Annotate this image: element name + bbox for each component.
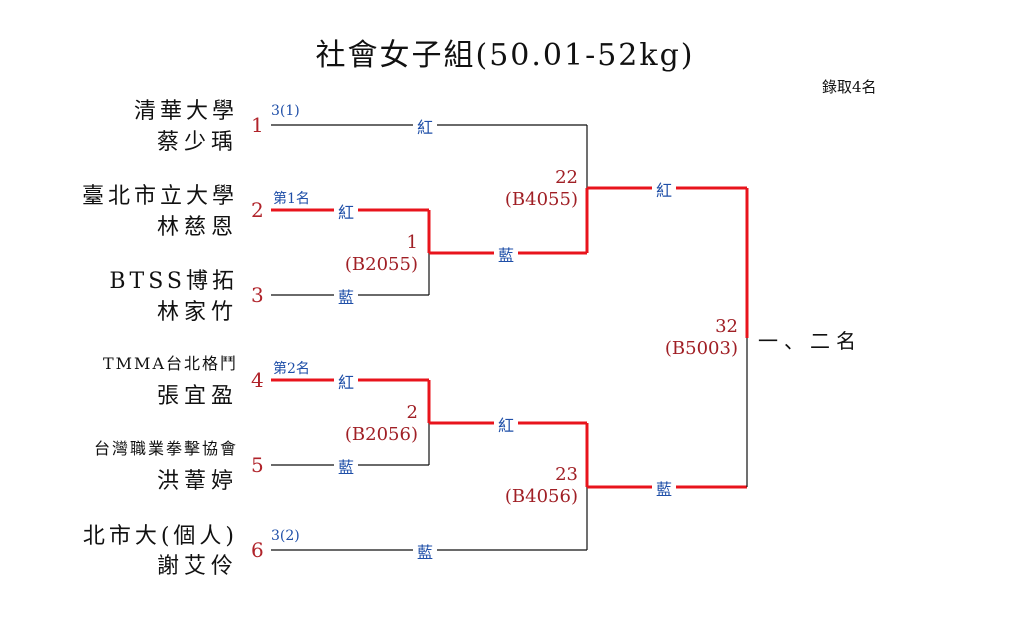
note-seed-1: 3(1) [271,103,300,119]
athlete-1: 蔡少瑀 [156,130,238,155]
team-5: 台灣職業拳擊協會 [93,439,238,458]
match-22-code: (B4055) [504,189,578,210]
quota-label: 錄取4名 [822,78,877,96]
match-1-code: (B2055) [344,254,418,275]
corner-match-22-winner: 紅 [652,177,677,201]
corner-seed-5: 藍 [334,454,359,478]
athlete-3: 林家竹 [156,300,238,325]
team-4: TMMA台北格鬥 [103,354,238,373]
seed-4: 4 [251,368,264,392]
athlete-5: 洪葦婷 [156,469,238,494]
match-2-code: (B2056) [344,424,418,445]
corner-match-1-winner: 藍 [494,242,519,266]
seed-3: 3 [251,283,264,307]
athlete-4: 張宜盈 [156,384,238,409]
team-1: 清華大學 [133,99,238,124]
match-1-number: 1 [406,232,418,253]
team-3: BTSS博拓 [109,269,238,294]
match-32-code: (B5003) [664,338,738,359]
corner-match-23-winner: 藍 [652,476,677,500]
corner-seed-2: 紅 [334,199,359,223]
athlete-2: 林慈恩 [156,215,238,240]
match-2-number: 2 [406,402,418,423]
seed-6: 6 [251,538,264,562]
seed-5: 5 [251,453,264,477]
athlete-6: 謝艾伶 [156,554,238,579]
team-2: 臺北市立大學 [81,184,238,209]
seed-2: 2 [251,198,264,222]
match-22-number: 22 [555,167,578,188]
match-23-number: 23 [555,464,578,485]
seed-1: 1 [251,113,264,137]
final-placement-label: 一、二名 [758,329,862,353]
team-6: 北市大(個人) [82,524,238,549]
page-title: 社會女子組(50.01-52kg) [315,38,695,73]
note-seed-2: 第1名 [273,191,310,207]
match-32-number: 32 [715,316,738,337]
corner-match-2-winner: 紅 [494,412,519,436]
corner-seed-4: 紅 [334,369,359,393]
corner-seed-6: 藍 [413,539,438,563]
corner-seed-3: 藍 [334,284,359,308]
note-seed-4: 第2名 [273,361,310,377]
match-23-code: (B4056) [504,486,578,507]
corner-seed-1: 紅 [413,114,438,138]
note-seed-6: 3(2) [271,528,300,544]
